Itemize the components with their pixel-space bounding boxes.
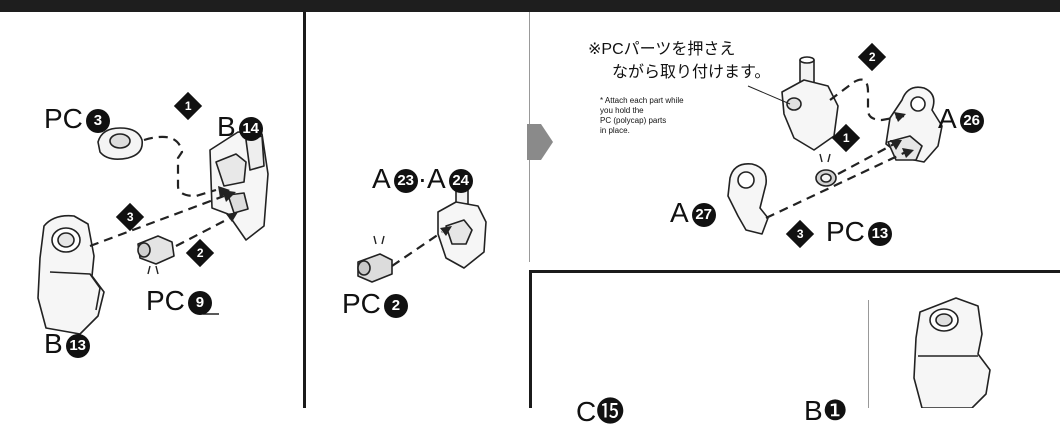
pc13-part <box>815 169 837 187</box>
assembly-illustration <box>37 56 991 408</box>
pc9-part <box>137 235 175 265</box>
path-pc2-to-a23 <box>391 231 443 267</box>
divider-bottom-box-left <box>529 270 532 408</box>
path-pc13-to-a26 <box>837 143 895 175</box>
top-border <box>0 0 1060 12</box>
divider-bottom-box-mid <box>868 300 869 408</box>
path-upperarm-to-a26 <box>829 78 905 122</box>
divider-left-mid <box>303 12 306 408</box>
upper-arm-part <box>781 56 839 151</box>
path-b13-to-b14 <box>89 194 225 248</box>
callout-leader <box>747 85 791 105</box>
b14-part <box>209 131 269 241</box>
path-pc3-to-b14 <box>143 135 217 198</box>
a27-part <box>727 162 769 235</box>
divider-bottom-box-top <box>529 270 1060 273</box>
bottom-right-part <box>913 297 991 408</box>
note-english: * Attach each part while you hold the PC… <box>600 96 684 135</box>
label-b1-partial: B❶ <box>804 395 848 426</box>
pc3-part <box>97 127 144 160</box>
label-c15-partial: C⓯ <box>576 396 625 427</box>
path-pc9-to-b14 <box>175 217 231 247</box>
note-japanese: ※PCパーツを押さえ ながら取り付けます。 <box>588 41 771 81</box>
a26-part <box>885 86 943 163</box>
b13-part <box>37 214 105 335</box>
next-step-arrow <box>527 124 553 160</box>
pc2-part <box>357 253 393 283</box>
path-a27-to-a26 <box>765 151 907 219</box>
